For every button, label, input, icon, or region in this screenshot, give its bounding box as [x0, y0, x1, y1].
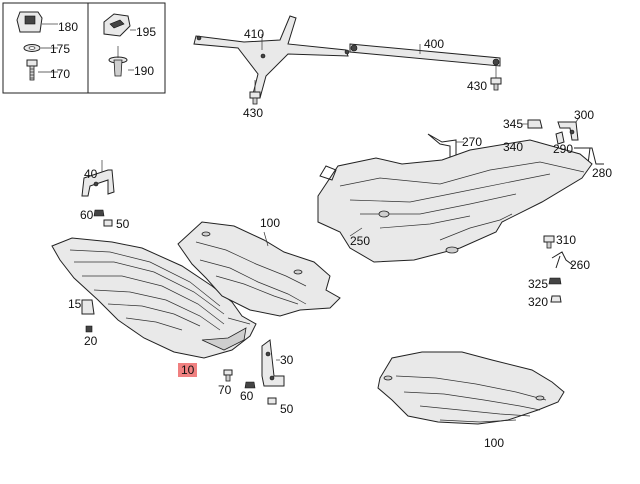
label-175: 175: [50, 42, 70, 56]
label-50-lower: 50: [280, 402, 294, 416]
bolt-part[interactable]: [26, 59, 58, 81]
nut-60b-part[interactable]: [244, 381, 256, 389]
clip-345-part[interactable]: [522, 119, 543, 129]
label-300: 300: [574, 108, 594, 122]
label-340: 340: [503, 140, 523, 154]
bracket-30-part[interactable]: [261, 339, 285, 387]
clip-325-part[interactable]: [548, 277, 562, 285]
bolt-50b-part[interactable]: [267, 397, 277, 405]
center-shield-lower-part[interactable]: [377, 351, 565, 425]
washer-part[interactable]: [23, 44, 58, 52]
label-30: 30: [280, 353, 294, 367]
label-50-upper: 50: [116, 217, 130, 231]
label-310: 310: [556, 233, 576, 247]
nut-320-part[interactable]: [550, 295, 562, 303]
label-400: 400: [424, 37, 444, 51]
label-320: 320: [528, 295, 548, 309]
strut-bar-part[interactable]: [349, 43, 501, 67]
label-100-upper: 100: [260, 216, 280, 230]
bracket-300-part[interactable]: [557, 115, 581, 141]
label-15: 15: [68, 297, 82, 311]
clip-15-part[interactable]: [81, 299, 95, 315]
bolt-70-part[interactable]: [223, 369, 233, 382]
strut-bolt-right[interactable]: [490, 66, 502, 91]
label-270: 270: [462, 135, 482, 149]
center-shield-upper-part[interactable]: [177, 221, 341, 317]
expanding-rivet-part[interactable]: [108, 46, 134, 77]
label-430-left: 430: [243, 106, 263, 120]
label-250: 250: [350, 234, 370, 248]
bolt-310-part[interactable]: [543, 235, 555, 249]
clip-nut-part[interactable]: [16, 11, 58, 33]
cross-brace-part[interactable]: [193, 15, 350, 99]
label-60-upper: 60: [80, 208, 94, 222]
label-410: 410: [244, 27, 264, 41]
label-430-right: 430: [467, 79, 487, 93]
label-10: 10: [181, 363, 195, 377]
brace-bolt-left[interactable]: [249, 80, 261, 105]
label-190: 190: [134, 64, 154, 78]
rear-underbody-panel-part[interactable]: [317, 139, 593, 263]
label-60-lower: 60: [240, 389, 254, 403]
bracket-260-part[interactable]: [551, 251, 575, 269]
label-345: 345: [503, 117, 523, 131]
label-280: 280: [592, 166, 612, 180]
bolt-50a-part[interactable]: [103, 219, 113, 227]
label-260: 260: [570, 258, 590, 272]
front-underbody-shield-part[interactable]: [51, 237, 257, 359]
label-70: 70: [218, 383, 232, 397]
label-180: 180: [58, 20, 78, 34]
label-20: 20: [84, 334, 98, 348]
bracket-40-part[interactable]: [81, 160, 115, 197]
label-195: 195: [136, 25, 156, 39]
retaining-clip-part[interactable]: [103, 13, 136, 37]
bracket-290-part[interactable]: [555, 131, 565, 145]
label-325: 325: [528, 277, 548, 291]
label-40: 40: [84, 167, 98, 181]
nut-60a-part[interactable]: [93, 209, 105, 217]
label-290: 290: [553, 142, 573, 156]
label-100-lower: 100: [484, 436, 504, 450]
washer-20-part[interactable]: [85, 325, 93, 333]
label-10-highlight: [178, 363, 197, 377]
label-170: 170: [50, 67, 70, 81]
